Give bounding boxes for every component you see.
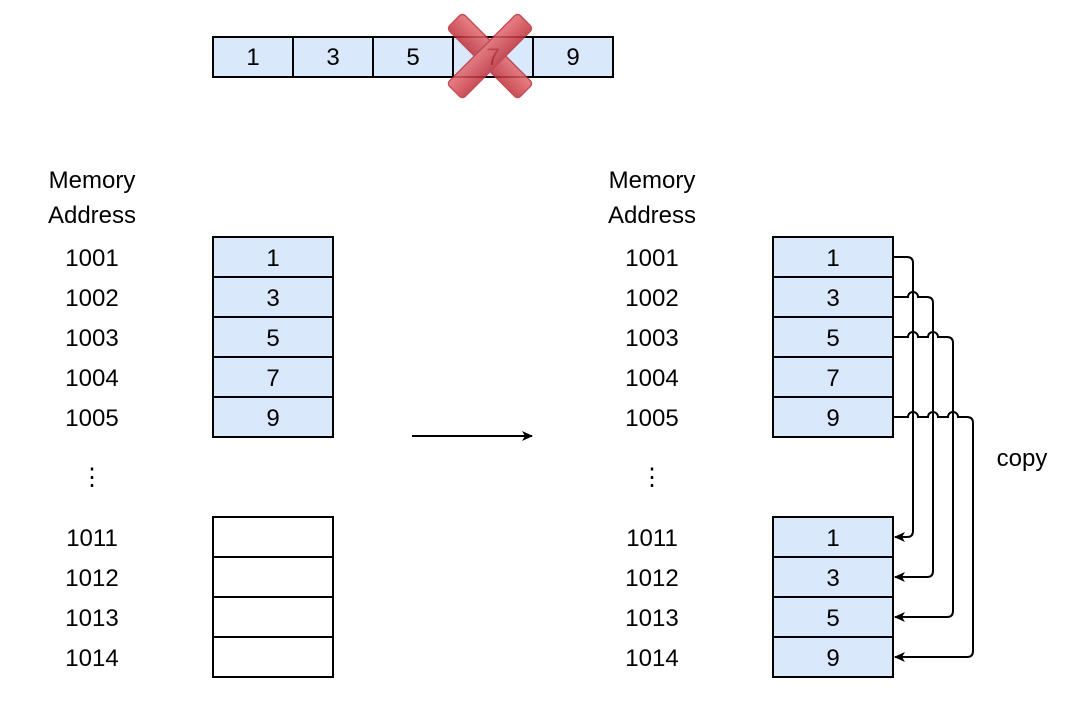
top-array-value: 5 xyxy=(406,44,419,71)
right-ellipsis: ⋮ xyxy=(640,464,664,491)
memory-cell xyxy=(212,596,334,638)
right-header-address: Address xyxy=(608,202,696,229)
memory-cell xyxy=(212,316,334,358)
memory-cell xyxy=(212,516,334,558)
right-memory-block: 1001 1 1002 3 1003 5 1004 7 1005 9 1011 1 1012 3 1013 5… xyxy=(625,236,894,678)
memory-address: 1004 xyxy=(625,365,678,392)
memory-address: 1012 xyxy=(65,565,118,592)
left-ellipsis: ⋮ xyxy=(80,464,104,491)
memory-address: 1004 xyxy=(65,365,118,392)
top-array-cell xyxy=(532,36,614,78)
top-array-value: 3 xyxy=(326,44,339,71)
memory-cell xyxy=(212,396,334,438)
memory-value: 9 xyxy=(266,405,279,432)
memory-cell xyxy=(772,516,894,558)
memory-address: 1013 xyxy=(625,605,678,632)
top-array: 13579 xyxy=(212,36,614,78)
memory-cell xyxy=(772,276,894,318)
memory-address: 1011 xyxy=(66,525,118,552)
left-header-address: Address xyxy=(48,202,136,229)
copy-label: copy xyxy=(997,445,1048,472)
memory-cell xyxy=(212,636,334,678)
top-array-cell xyxy=(212,36,294,78)
copy-arrow xyxy=(893,256,914,542)
memory-address: 1001 xyxy=(625,245,678,272)
memory-cell xyxy=(772,636,894,678)
memory-address: 1005 xyxy=(625,405,678,432)
memory-value: 1 xyxy=(826,525,839,552)
memory-value: 9 xyxy=(826,645,839,672)
memory-cell xyxy=(212,356,334,398)
left-header-memory: Memory xyxy=(49,167,136,194)
memory-value: 3 xyxy=(266,285,279,312)
memory-value: 5 xyxy=(266,325,279,352)
memory-value: 3 xyxy=(826,285,839,312)
top-array-value: 9 xyxy=(566,44,579,71)
memory-address: 1014 xyxy=(65,645,118,672)
copy-arrow xyxy=(893,411,974,662)
memory-value: 3 xyxy=(826,565,839,592)
memory-value: 7 xyxy=(266,365,279,392)
memory-value: 9 xyxy=(826,405,839,432)
memory-cell xyxy=(772,556,894,598)
memory-value: 5 xyxy=(826,325,839,352)
copy-arrow xyxy=(893,291,934,582)
top-array-cell xyxy=(292,36,374,78)
memory-value: 7 xyxy=(826,365,839,392)
memory-address: 1011 xyxy=(626,525,678,552)
memory-cell xyxy=(772,596,894,638)
top-array-value: 1 xyxy=(246,44,259,71)
copy-arrow xyxy=(893,331,954,622)
memory-address: 1012 xyxy=(625,565,678,592)
memory-cell xyxy=(212,276,334,318)
memory-address: 1013 xyxy=(65,605,118,632)
memory-cell xyxy=(772,396,894,438)
memory-value: 1 xyxy=(826,245,839,272)
memory-address: 1002 xyxy=(65,285,118,312)
memory-address: 1003 xyxy=(65,325,118,352)
memory-address: 1001 xyxy=(65,245,118,272)
left-memory-block: 1001 1 1002 3 1003 5 1004 7 1005 9 1011 1012 1013 101… xyxy=(65,236,334,678)
top-array-cell xyxy=(372,36,454,78)
copy-connectors xyxy=(893,256,974,662)
memory-value: 5 xyxy=(826,605,839,632)
memory-address: 1014 xyxy=(625,645,678,672)
memory-address: 1003 xyxy=(625,325,678,352)
memory-value: 1 xyxy=(266,245,279,272)
right-header-memory: Memory xyxy=(609,167,696,194)
memory-cell xyxy=(212,236,334,278)
memory-address: 1002 xyxy=(625,285,678,312)
memory-address: 1005 xyxy=(65,405,118,432)
memory-cell xyxy=(212,556,334,598)
red-x-icon xyxy=(447,13,533,99)
